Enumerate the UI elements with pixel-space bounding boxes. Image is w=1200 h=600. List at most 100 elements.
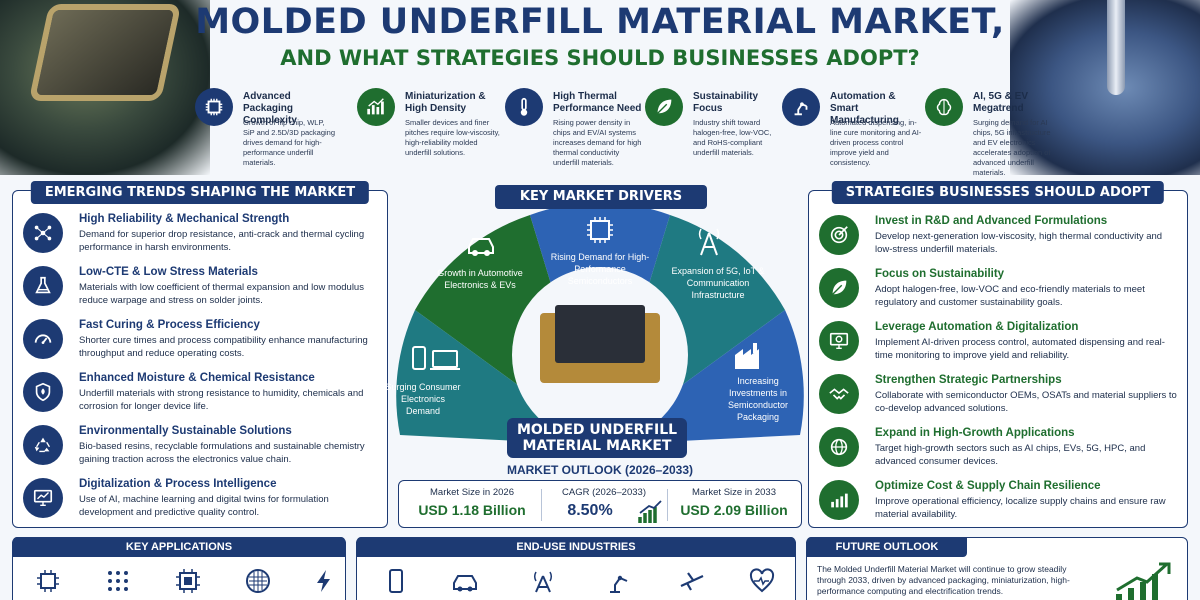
strategies-panel: STRATEGIES BUSINESSES SHOULD ADOPT Inves… xyxy=(808,181,1188,528)
strategy-desc: Collaborate with semiconductor OEMs, OSA… xyxy=(875,390,1177,414)
strategy-desc: Adopt halogen-free, low-VOC and eco-frie… xyxy=(875,284,1145,308)
industries-panel: END-USE INDUSTRIES xyxy=(356,537,796,600)
robot-arm-icon xyxy=(782,88,820,126)
strategy-title: Expand in High-Growth Applications xyxy=(875,427,1075,439)
future-heading: FUTURE OUTLOOK xyxy=(807,537,967,557)
robot-arm-icon xyxy=(610,575,628,593)
flask-icon xyxy=(23,266,63,306)
growth-arrow-icon xyxy=(1116,562,1171,600)
chip-icon xyxy=(37,570,59,592)
trend-item: Fast Curing & Process Efficiency Shorter… xyxy=(23,317,379,365)
strategy-item: Optimize Cost & Supply Chain Resilience … xyxy=(819,478,1179,526)
feature-title: Miniaturization & High Density xyxy=(405,91,486,114)
trend-title: High Reliability & Mechanical Strength xyxy=(79,213,290,225)
future-text: The Molded Underfill Material Market wil… xyxy=(817,564,1070,596)
strategy-desc: Implement AI-driven process control, aut… xyxy=(875,337,1165,361)
trend-desc: Use of AI, machine learning and digital … xyxy=(79,494,329,518)
feature-item: AI, 5G & EV Megatrend Surging demand for… xyxy=(925,88,1065,180)
strategy-item: Leverage Automation & Digitalization Imp… xyxy=(819,319,1179,367)
trends-panel: EMERGING TRENDS SHAPING THE MARKET High … xyxy=(12,181,388,528)
trend-item: Low-CTE & Low Stress Materials Materials… xyxy=(23,264,379,312)
stat-value: USD 1.18 Billion xyxy=(418,502,526,518)
dispensing-photo xyxy=(1010,0,1200,175)
feature-item: Advanced Packaging Complexity Growth of … xyxy=(195,88,335,180)
drivers-diagram: KEY MARKET DRIVERS Growth in Automotive … xyxy=(385,185,805,458)
applications-panel: KEY APPLICATIONS xyxy=(12,537,346,600)
feature-desc: Rising power density in chips and EV/AI … xyxy=(553,118,642,167)
trend-title: Environmentally Sustainable Solutions xyxy=(79,425,292,437)
dispensing-needle xyxy=(1107,0,1125,95)
strategy-title: Invest in R&D and Advanced Formulations xyxy=(875,215,1108,227)
gauge-icon xyxy=(23,319,63,359)
feature-title: Sustainability Focus xyxy=(693,91,759,114)
target-icon xyxy=(819,215,859,255)
market-outlook-stats: Market Size in 2026 USD 1.18 Billion CAG… xyxy=(398,480,802,528)
trend-title: Enhanced Moisture & Chemical Resistance xyxy=(79,372,315,384)
bar-chart-icon xyxy=(819,480,859,520)
shield-icon xyxy=(23,372,63,412)
feature-title: High Thermal Performance Need xyxy=(553,91,642,114)
driver-label: Expansion of 5G, IoT & Communication Inf… xyxy=(671,266,765,300)
wafer-icon xyxy=(246,569,270,593)
airplane-icon xyxy=(680,572,704,591)
strategy-item: Invest in R&D and Advanced Formulations … xyxy=(819,213,1179,261)
stat-value: 8.50% xyxy=(567,502,613,519)
feature-strip: Advanced Packaging Complexity Growth of … xyxy=(195,88,1051,180)
stat-2026: Market Size in 2026 USD 1.18 Billion xyxy=(407,487,537,527)
processor-icon xyxy=(176,569,200,593)
strategy-item: Strengthen Strategic Partnerships Collab… xyxy=(819,372,1179,420)
strategy-desc: Improve operational efficiency, localize… xyxy=(875,496,1166,520)
strategy-desc: Target high-growth sectors such as AI ch… xyxy=(875,443,1146,467)
feature-desc: Industry shift toward halogen-free, low-… xyxy=(693,118,772,157)
feature-desc: Smaller devices and finer pitches requir… xyxy=(405,118,500,157)
factory-icon xyxy=(735,343,759,369)
page-title: MOLDED UNDERFILL MATERIAL MARKET, xyxy=(195,2,1005,42)
future-outlook-panel: FUTURE OUTLOOK The Molded Underfill Mate… xyxy=(806,537,1188,600)
feature-desc: Surging demand for AI chips, 5G infrastr… xyxy=(973,118,1051,177)
industries-heading: END-USE INDUSTRIES xyxy=(357,537,795,557)
globe-icon xyxy=(819,427,859,467)
driver-label: Surging Consumer Electronics Demand xyxy=(385,382,461,416)
strategy-title: Leverage Automation & Digitalization xyxy=(875,321,1079,333)
strategy-title: Focus on Sustainability xyxy=(875,268,1005,280)
trend-title: Digitalization & Process Intelligence xyxy=(79,478,277,490)
driver-label: Increasing Investments in Semiconductor … xyxy=(727,376,789,422)
trends-heading: EMERGING TRENDS SHAPING THE MARKET xyxy=(30,181,370,204)
feature-item: Sustainability Focus Industry shift towa… xyxy=(645,88,775,180)
trend-title: Fast Curing & Process Efficiency xyxy=(79,319,260,331)
devices-icon xyxy=(412,346,460,370)
feature-title: Automation & Smart Manufacturing xyxy=(830,91,899,126)
driver-label: Growth in Automotive Electronics & EVs xyxy=(437,268,523,290)
smartphone-icon xyxy=(389,569,403,593)
power-bolt-icon xyxy=(317,570,330,592)
drivers-heading: KEY MARKET DRIVERS xyxy=(495,185,707,209)
chip-icon xyxy=(195,88,233,126)
tower-icon xyxy=(698,228,720,256)
growth-chart-icon xyxy=(638,500,662,523)
feature-desc: Growth of flip chip, WLP, SiP and 2.5D/3… xyxy=(243,118,336,167)
divider xyxy=(667,489,668,521)
recycle-icon xyxy=(23,425,63,465)
trend-desc: Shorter cure times and process compatibi… xyxy=(79,335,368,359)
stat-value: USD 2.09 Billion xyxy=(680,502,788,518)
leaf-icon xyxy=(819,268,859,308)
trend-desc: Bio-based resins, recyclable formulation… xyxy=(79,441,365,465)
trend-item: Digitalization & Process Intelligence Us… xyxy=(23,476,379,524)
strategy-item: Expand in High-Growth Applications Targe… xyxy=(819,425,1179,473)
feature-title: Advanced Packaging Complexity xyxy=(243,91,297,126)
strategy-desc: Develop next-generation low-viscosity, h… xyxy=(875,231,1163,255)
bga-icon xyxy=(108,571,128,591)
trend-desc: Underfill materials with strong resistan… xyxy=(79,388,364,412)
chip-icon xyxy=(587,217,613,243)
monitor-gear-icon xyxy=(819,321,859,361)
stat-label: Market Size in 2033 xyxy=(692,487,776,498)
stat-cagr: CAGR (2026–2033) 8.50% xyxy=(545,487,663,527)
trend-item: High Reliability & Mechanical Strength D… xyxy=(23,211,379,259)
strategy-item: Focus on Sustainability Adopt halogen-fr… xyxy=(819,266,1179,314)
trend-title: Low-CTE & Low Stress Materials xyxy=(79,266,258,278)
trend-desc: Materials with low coefficient of therma… xyxy=(79,282,364,306)
trend-item: Enhanced Moisture & Chemical Resistance … xyxy=(23,370,379,418)
tower-icon xyxy=(534,571,552,593)
market-name-badge: MOLDED UNDERFILL MATERIAL MARKET xyxy=(507,418,687,458)
network-icon xyxy=(23,213,63,253)
